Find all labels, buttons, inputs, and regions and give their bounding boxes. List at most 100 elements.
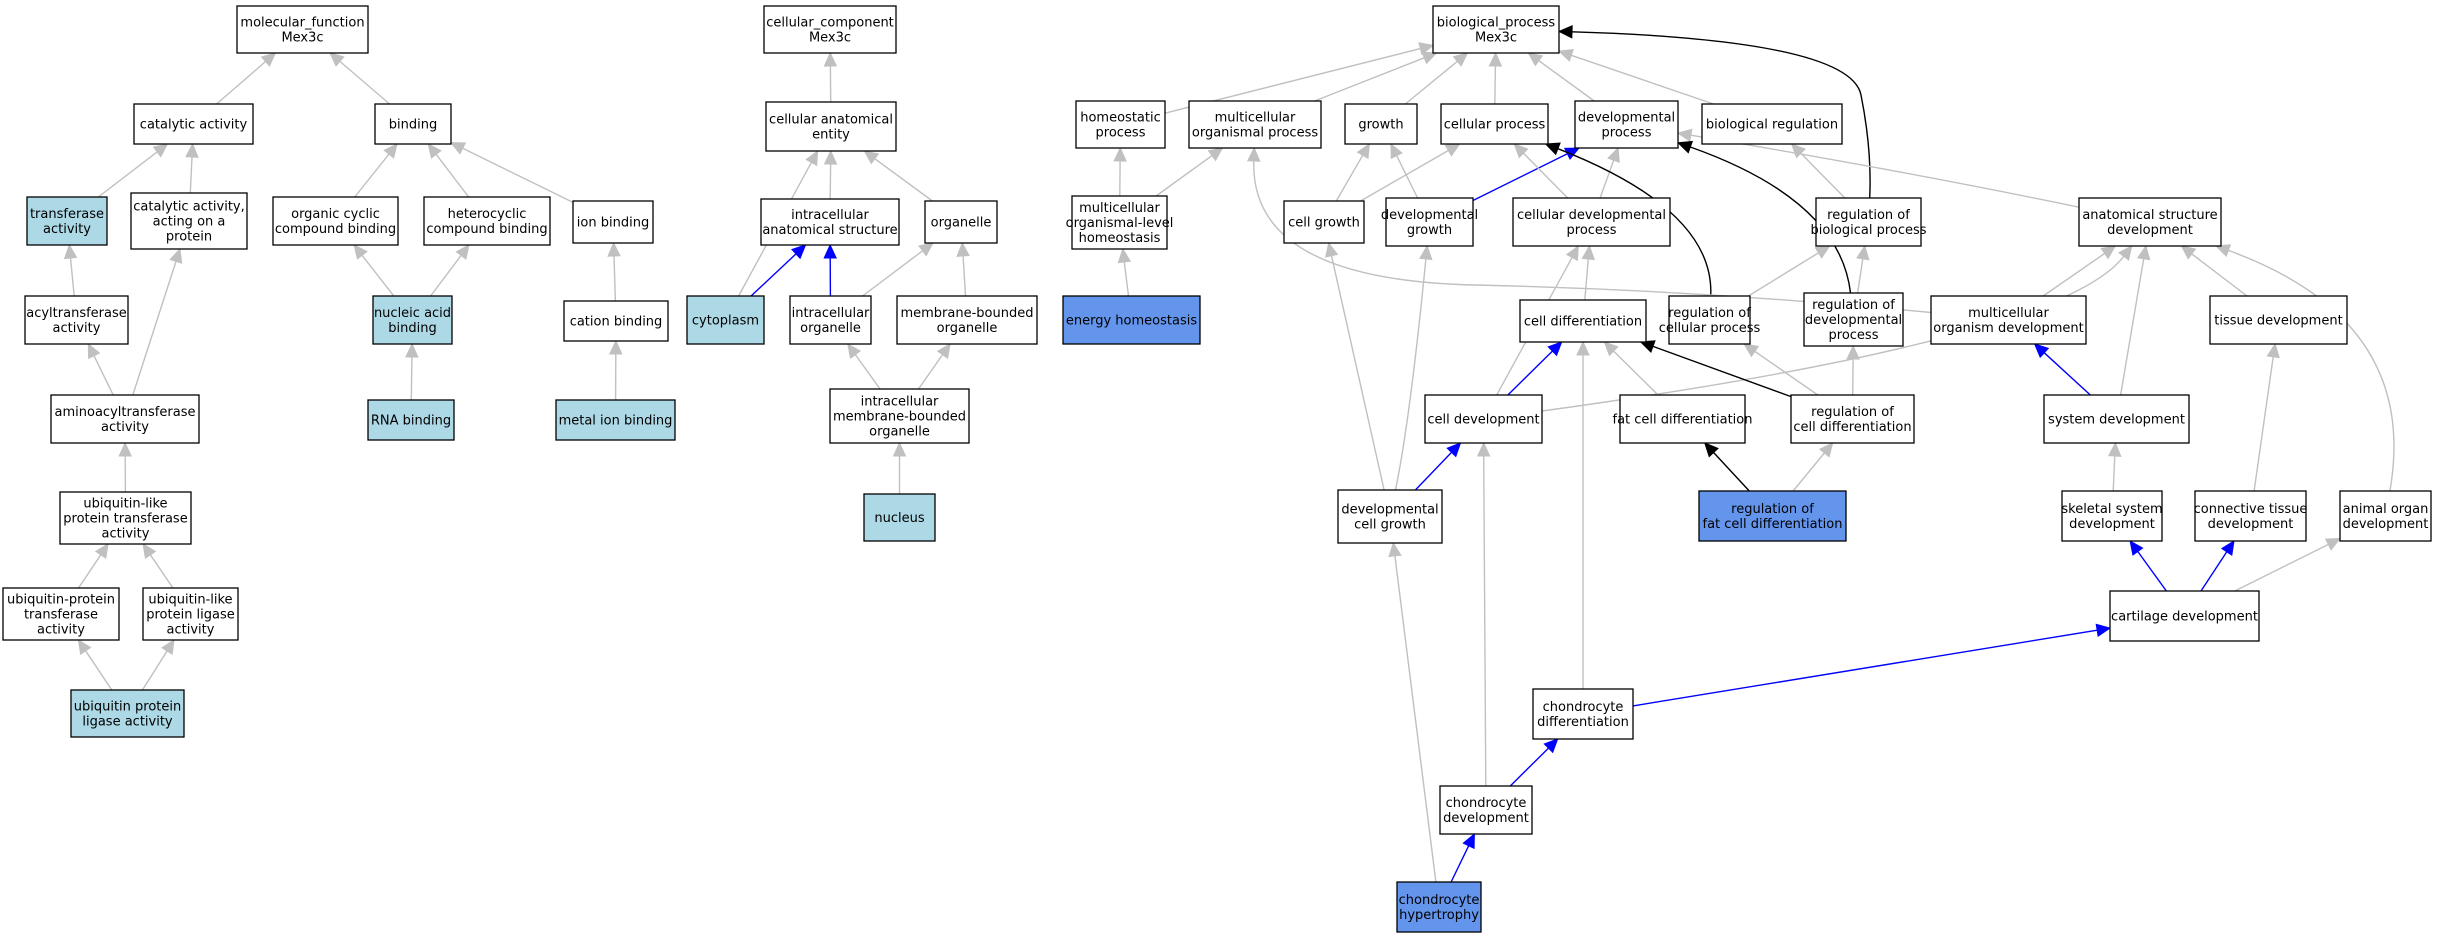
node-ionb[interactable]: ion binding bbox=[572, 200, 654, 244]
node-celldev[interactable]: cell development bbox=[1424, 394, 1543, 444]
edge-line bbox=[1754, 350, 1819, 396]
node-cyto[interactable]: cytoplasm bbox=[686, 295, 765, 345]
arrowhead-icon bbox=[260, 52, 277, 67]
node-rnab[interactable]: RNA binding bbox=[367, 399, 455, 441]
node-organelle[interactable]: organelle bbox=[924, 200, 998, 244]
node-growth[interactable]: growth bbox=[1344, 103, 1418, 145]
arrowhead-icon bbox=[1743, 343, 1760, 358]
node-box bbox=[59, 491, 192, 545]
arrowhead-icon bbox=[1639, 340, 1656, 354]
node-label: animal organ bbox=[2343, 502, 2429, 517]
node-label: cartilage development bbox=[2111, 610, 2258, 625]
edge-celldiff-to-celldevproc bbox=[1581, 244, 1596, 301]
node-label: organismal-level bbox=[1066, 216, 1174, 231]
node-celldiff[interactable]: cell differentiation bbox=[1519, 299, 1647, 343]
node-nucleus[interactable]: nucleus bbox=[863, 493, 936, 542]
arrowhead-icon bbox=[118, 441, 132, 457]
edge-regcelldiff-to-celldiff bbox=[1639, 340, 1792, 398]
node-label: acyltransferase bbox=[26, 306, 127, 321]
node-label: cell differentiation bbox=[1793, 420, 1911, 435]
arrowhead-icon bbox=[449, 142, 467, 155]
edge-line bbox=[1253, 160, 1932, 314]
node-box bbox=[423, 196, 551, 246]
node-energy[interactable]: energy homeostasis bbox=[1062, 295, 1201, 345]
node-cationb[interactable]: cation binding bbox=[563, 300, 669, 342]
node-cellgrowth[interactable]: cell growth bbox=[1283, 200, 1365, 244]
edge-acyl-to-trans bbox=[63, 243, 78, 297]
node-metalb[interactable]: metal ion binding bbox=[555, 399, 676, 441]
node-box bbox=[367, 399, 455, 441]
node-label: RNA binding bbox=[371, 414, 451, 429]
arrowhead-icon bbox=[1452, 52, 1469, 67]
arrowhead-icon bbox=[823, 51, 838, 67]
node-box bbox=[829, 388, 970, 444]
node-label: anatomical structure bbox=[762, 223, 897, 238]
arrowhead-icon bbox=[94, 543, 109, 559]
arrowhead-icon bbox=[427, 143, 442, 159]
node-cartdev[interactable]: cartilage development bbox=[2109, 590, 2260, 642]
node-label: organismal process bbox=[1192, 126, 1318, 141]
arrowhead-icon bbox=[805, 149, 819, 167]
node-label: homeostatic bbox=[1080, 111, 1161, 126]
node-box bbox=[1512, 197, 1671, 247]
node-cat[interactable]: catalytic activity bbox=[133, 103, 254, 145]
node-bioreg[interactable]: biological regulation bbox=[1701, 103, 1843, 145]
node-label: regulation of bbox=[1827, 208, 1910, 223]
edge-line bbox=[2043, 352, 2091, 396]
node-box bbox=[1574, 100, 1679, 149]
node-bind[interactable]: binding bbox=[374, 103, 452, 145]
node-fatdiff[interactable]: fat cell differentiation bbox=[1613, 394, 1753, 444]
node-tissuedev[interactable]: tissue development bbox=[2209, 295, 2348, 345]
node-label: cell growth bbox=[1354, 518, 1426, 533]
edge-cellgrowth-to-growth bbox=[1335, 142, 1371, 202]
node-sysdev[interactable]: system development bbox=[2043, 394, 2190, 444]
node-box bbox=[1440, 103, 1549, 145]
node-label: connective tissue bbox=[2194, 502, 2308, 517]
node-box bbox=[563, 300, 669, 342]
node-cellproc[interactable]: cellular process bbox=[1440, 103, 1549, 145]
node-label: cation binding bbox=[570, 315, 663, 330]
arrowhead-icon bbox=[1476, 441, 1491, 457]
arrowhead-icon bbox=[152, 143, 169, 158]
edge-chondev-to-chondiff bbox=[1509, 738, 1559, 787]
